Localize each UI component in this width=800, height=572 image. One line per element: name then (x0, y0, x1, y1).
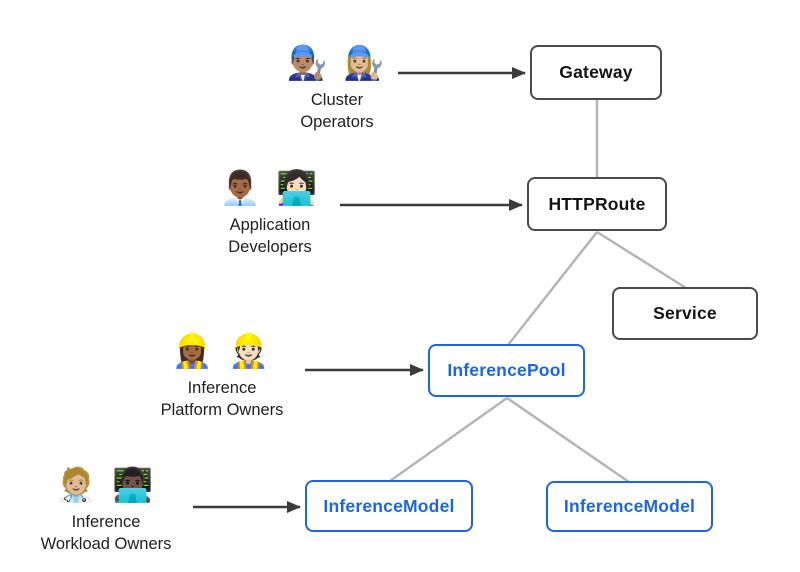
persona-inference-workload-owners: 🧑🏼‍⚕️ 👨🏿‍💻 Inference Workload Owners (11, 464, 201, 555)
application-developers-label: Application Developers (228, 216, 312, 256)
edge-httproute-inferencepool (507, 231, 598, 346)
edge-httproute-service (596, 230, 687, 290)
inference-platform-owners-label: Inference Platform Owners (160, 379, 284, 419)
persona-application-developers: 👨🏾‍💼 👩🏻‍💻 Application Developers (175, 167, 365, 258)
node-service: Service (612, 287, 758, 340)
node-inferencemodel-right: InferenceModel (546, 481, 713, 532)
inference-platform-owners-icon: 👷🏾‍♀️ 👷🏻 (171, 332, 273, 369)
inference-workload-owners-label: Inference Workload Owners (40, 513, 172, 553)
edge-inferencepool-inferencemodel-2 (506, 396, 630, 484)
node-gateway: Gateway (530, 45, 662, 100)
service-label: Service (653, 303, 717, 323)
inferencepool-label: InferencePool (447, 360, 566, 380)
node-inferencemodel-left: InferenceModel (305, 480, 473, 532)
edge-inferencepool-inferencemodel-1 (389, 396, 508, 483)
gateway-label: Gateway (559, 62, 633, 82)
inference-workload-owners-icon: 🧑🏼‍⚕️ 👨🏿‍💻 (55, 466, 157, 503)
httproute-label: HTTPRoute (548, 193, 646, 214)
node-inferencepool: InferencePool (428, 344, 585, 397)
application-developers-icon: 👨🏾‍💼 👩🏻‍💻 (219, 169, 321, 206)
inferencemodel-right-label: InferenceModel (563, 496, 696, 516)
persona-cluster-operators: 👨🏽‍🔧 👩🏼‍🔧 Cluster Operators (242, 42, 432, 133)
persona-inference-platform-owners: 👷🏾‍♀️ 👷🏻 Inference Platform Owners (127, 330, 317, 421)
cluster-operators-label: Cluster Operators (300, 91, 374, 131)
cluster-operators-icon: 👨🏽‍🔧 👩🏼‍🔧 (286, 44, 388, 81)
inferencemodel-left-label: InferenceModel (323, 495, 455, 516)
node-httproute: HTTPRoute (527, 177, 667, 231)
